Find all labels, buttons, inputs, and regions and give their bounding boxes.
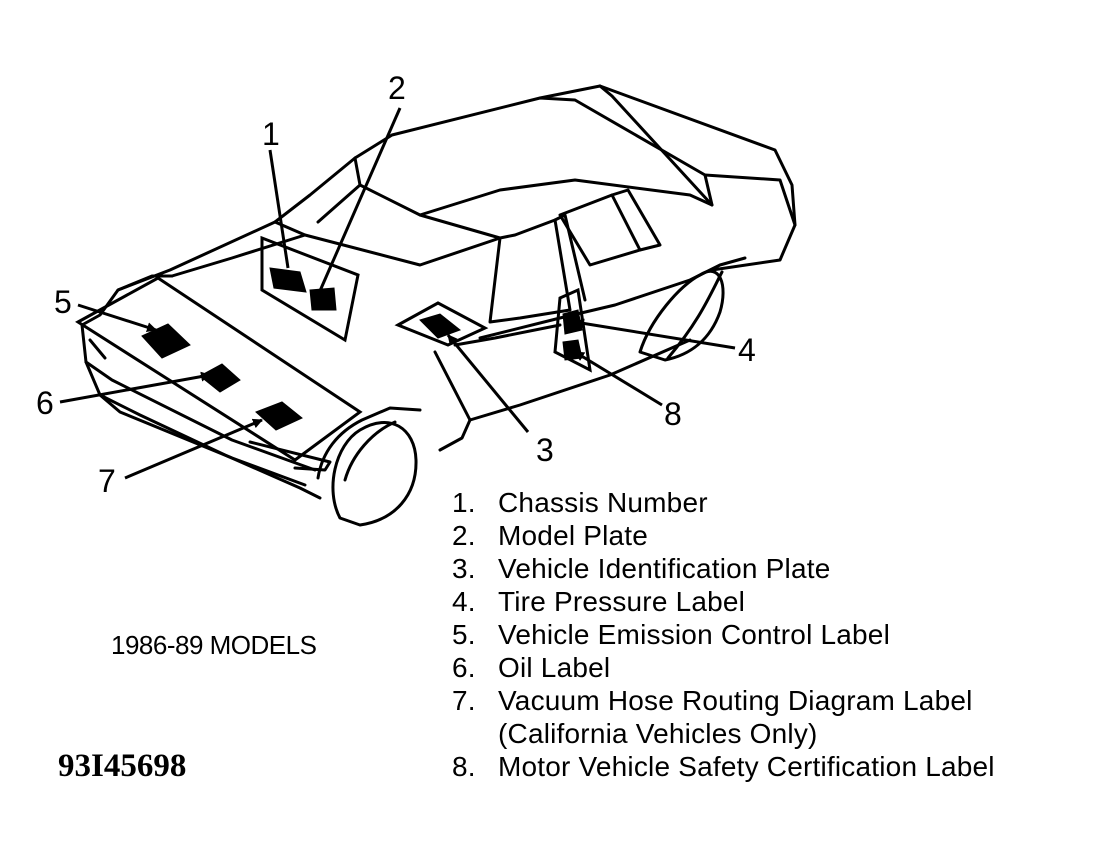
legend-label: Vehicle Identification Plate	[498, 553, 831, 584]
legend-number: 4.	[452, 586, 476, 617]
legend-number: 8.	[452, 751, 476, 782]
label-model-plate	[309, 287, 337, 311]
callout-2: 2	[388, 70, 406, 106]
car-windshield	[273, 156, 502, 267]
car-side-window-rear	[558, 193, 642, 267]
legend-label: Vehicle Emission Control Label	[498, 619, 890, 650]
leader-8	[574, 350, 663, 407]
legend-label: Motor Vehicle Safety Certification Label	[498, 751, 995, 782]
legend-item: 1. Chassis Number	[452, 486, 1102, 519]
legend-number: 3.	[452, 553, 476, 584]
leader-1	[268, 149, 290, 269]
leader-3	[446, 334, 530, 433]
panel-door-jamb	[553, 287, 592, 373]
callout-6: 6	[36, 385, 54, 421]
models-caption: 1986-89 MODELS	[111, 630, 317, 660]
legend-number: 1.	[452, 487, 476, 518]
callout-4: 4	[738, 332, 756, 368]
car-front-wheel	[331, 420, 418, 527]
label-emission-control	[141, 323, 191, 359]
panel-windshield-labels	[260, 235, 360, 343]
label-oil	[199, 363, 241, 393]
panel-hood-labels	[75, 276, 363, 462]
car-front-bumper	[80, 274, 174, 327]
legend-label: Tire Pressure Label	[498, 586, 746, 617]
leader-5	[77, 303, 157, 333]
legend-label: Model Plate	[498, 520, 649, 551]
callout-8: 8	[664, 396, 682, 432]
label-safety-cert	[562, 339, 583, 361]
legend-item: 7. Vacuum Hose Routing Diagram Label	[452, 684, 1102, 717]
legend-item: 8. Motor Vehicle Safety Certification La…	[452, 750, 1102, 783]
legend-label: Chassis Number	[498, 487, 708, 518]
legend-item: 6. Oil Label	[452, 651, 1102, 684]
leader-2	[314, 107, 402, 301]
leader-6	[59, 371, 211, 404]
legend-label: Oil Label	[498, 652, 611, 683]
panel-dash-vin	[394, 301, 489, 347]
leader-4	[574, 318, 736, 350]
car-body-side	[478, 256, 747, 340]
label-chassis-number	[269, 267, 307, 293]
legend-label: Vacuum Hose Routing Diagram Label	[498, 685, 973, 716]
legend-number: 7.	[452, 685, 476, 716]
legend-item: 3. Vehicle Identification Plate	[452, 552, 1102, 585]
legend-label-continuation: (California Vehicles Only)	[498, 718, 818, 749]
legend-item: 4. Tire Pressure Label	[452, 585, 1102, 618]
callout-1: 1	[262, 116, 280, 152]
figure-code: 93I45698	[58, 748, 187, 784]
legend-number: 2.	[452, 520, 476, 551]
legend-item: 2. Model Plate	[452, 519, 1102, 552]
callout-7: 7	[98, 463, 116, 499]
legend: 1. Chassis Number 2. Model Plate 3. Vehi…	[452, 486, 1102, 783]
car-rear-wheel	[638, 269, 725, 362]
car-roof	[353, 96, 714, 217]
callout-5: 5	[54, 284, 72, 320]
label-vin-plate	[419, 313, 462, 339]
car-side-window-front	[488, 218, 572, 324]
leader-7	[124, 418, 263, 480]
callout-3: 3	[536, 432, 554, 468]
label-vacuum-hose	[255, 401, 303, 431]
legend-item: 5. Vehicle Emission Control Label	[452, 618, 1102, 651]
legend-number: 5.	[452, 619, 476, 650]
legend-number: 6.	[452, 652, 476, 683]
